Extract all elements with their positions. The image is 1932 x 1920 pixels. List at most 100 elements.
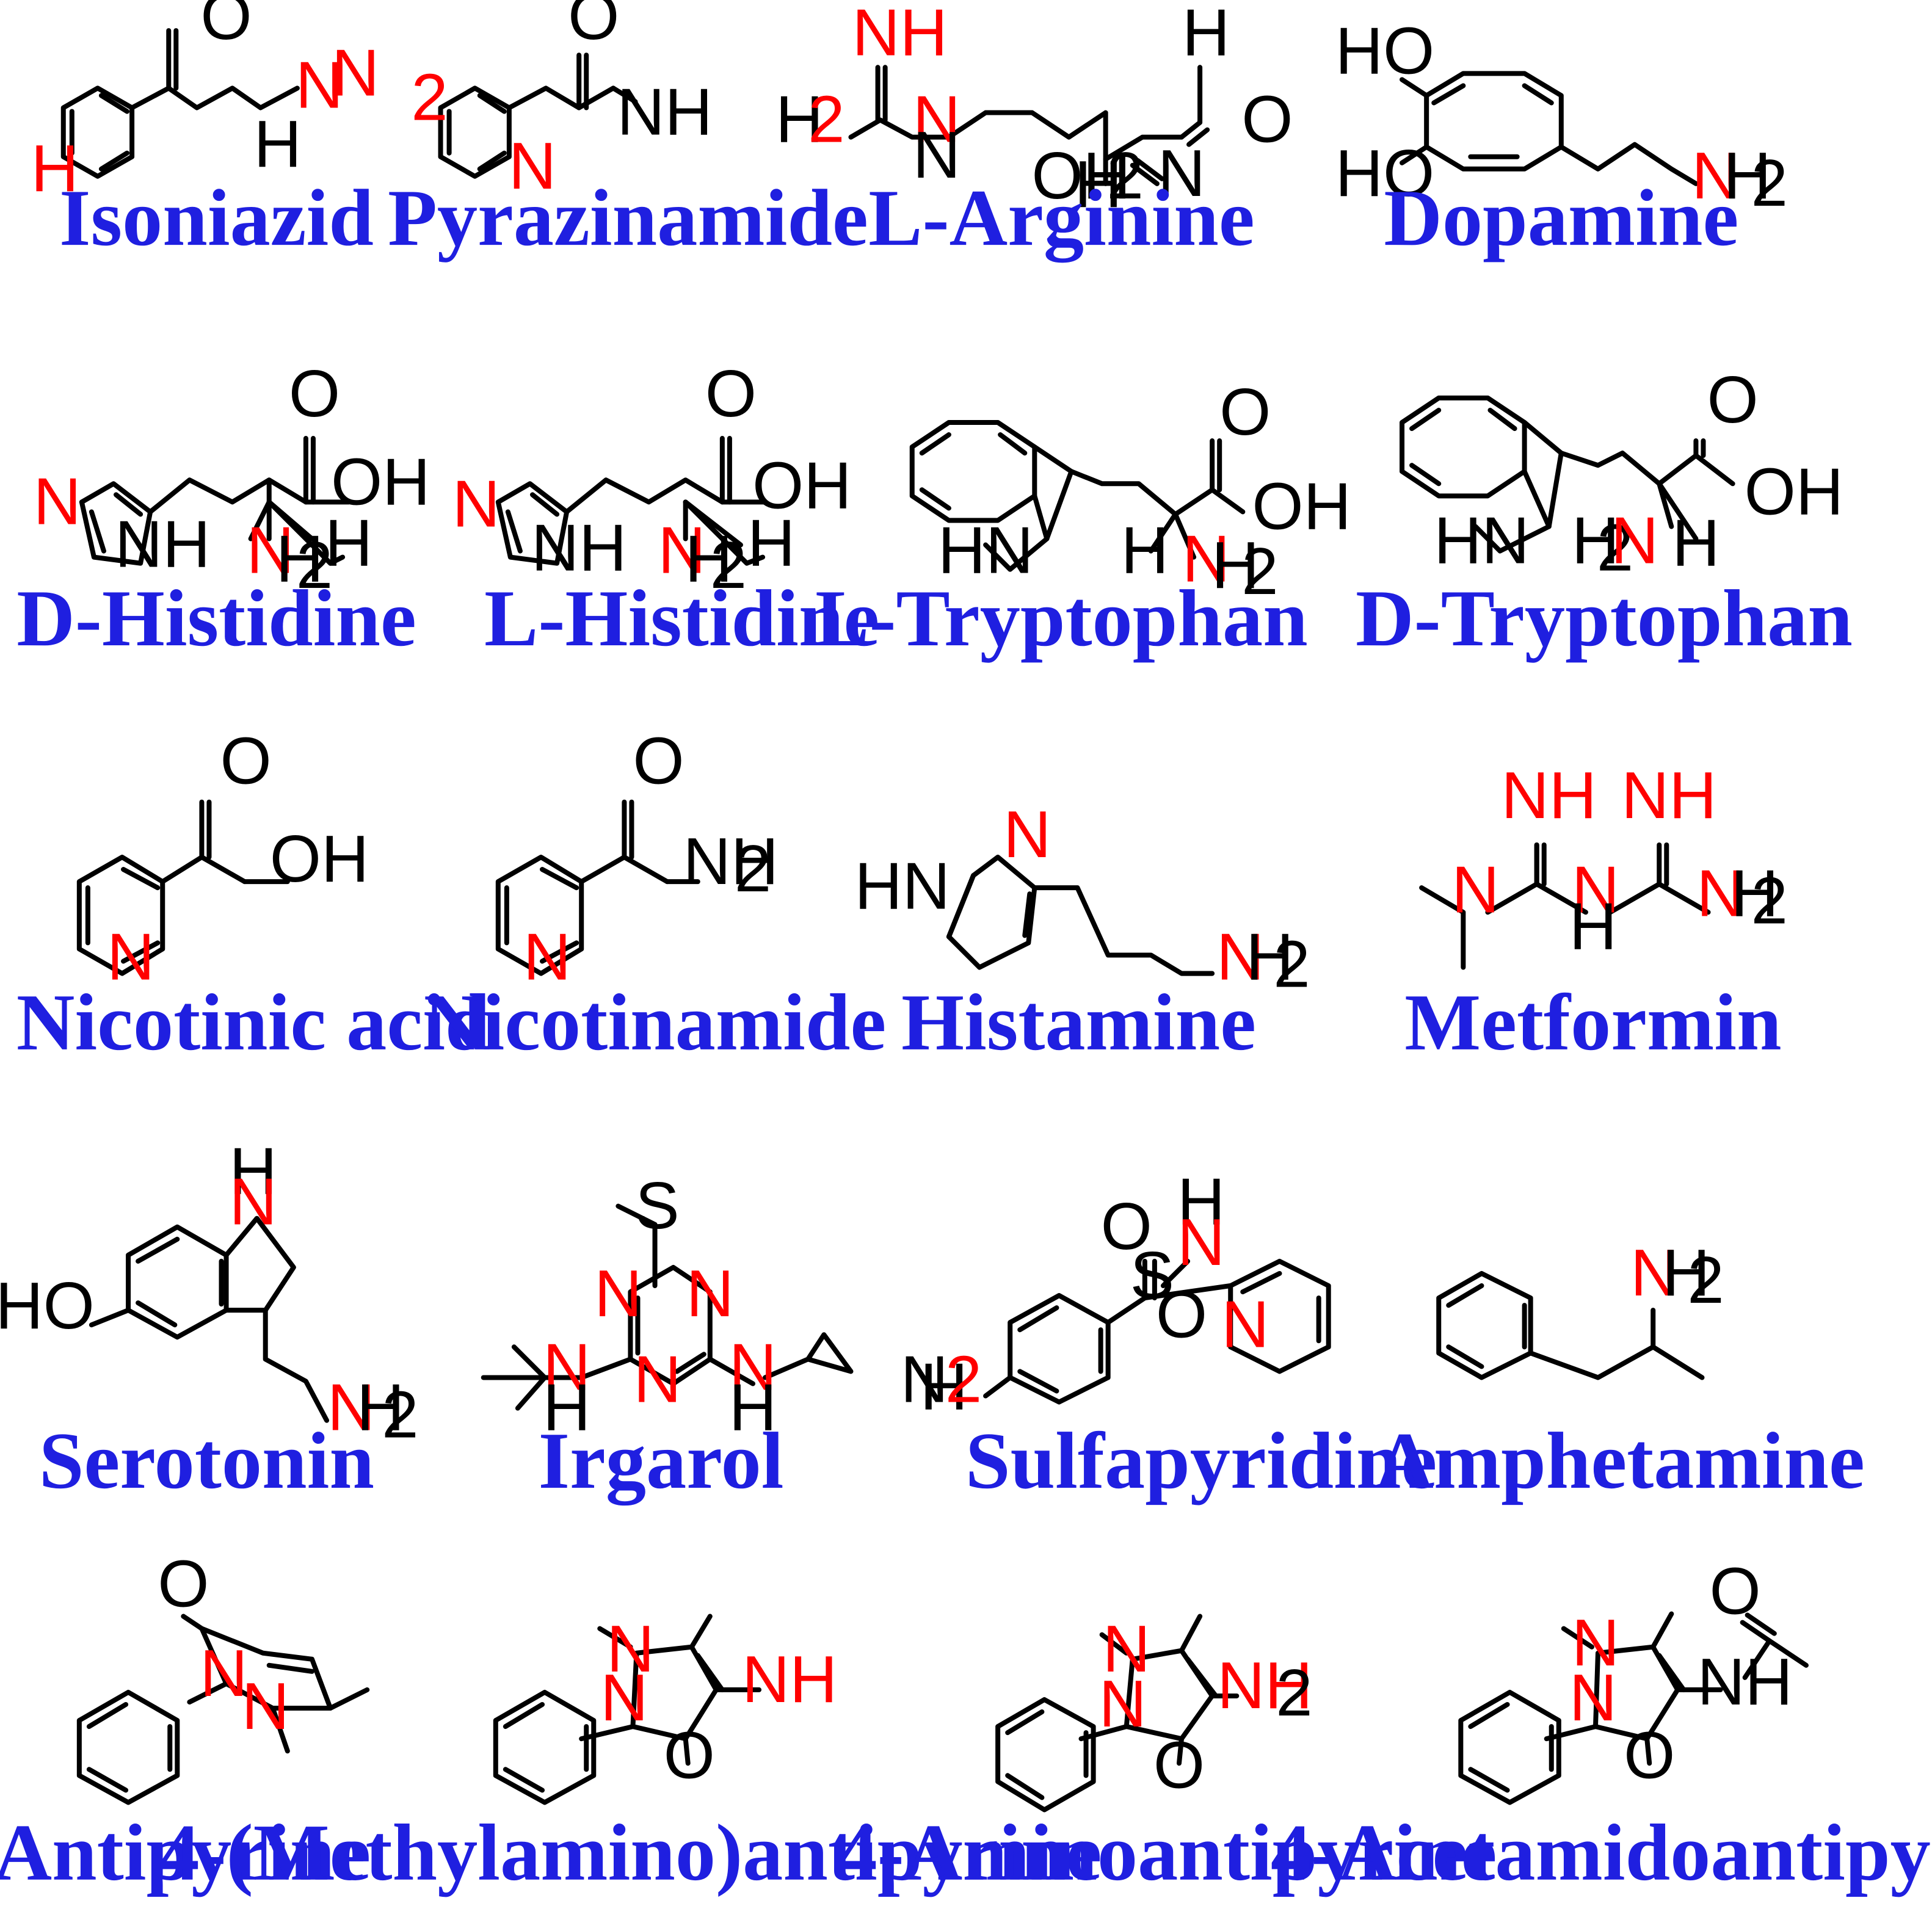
bond — [848, 110, 1185, 162]
atom-label: O — [1219, 375, 1271, 449]
bond — [1185, 1656, 1219, 1698]
bond — [1005, 1773, 1045, 1800]
compound-name-d-histidine: D-Histidine — [16, 573, 416, 663]
atom-label: NH — [1502, 758, 1597, 832]
atom-label: S — [635, 1168, 679, 1242]
bond — [506, 85, 616, 110]
compound-name-irgarol: Irgarol — [539, 1416, 784, 1505]
atom-label: NH — [1697, 1645, 1792, 1719]
atom-label: N — [606, 1612, 654, 1686]
atom-label: N — [523, 920, 571, 994]
bond — [129, 85, 300, 110]
atom-label: H — [357, 1371, 404, 1444]
bond — [1017, 1305, 1059, 1333]
atom-label: H — [1572, 504, 1619, 578]
bond — [763, 1332, 854, 1380]
bond — [495, 855, 584, 976]
atom-label: H — [543, 1371, 590, 1444]
atom-label: H — [747, 506, 795, 580]
atom-label: H — [1121, 513, 1169, 587]
atom-label: N — [1630, 1236, 1678, 1310]
atom-label: N — [1177, 1205, 1225, 1279]
atom-label: 2 — [382, 1378, 418, 1452]
bond — [1409, 463, 1442, 487]
atom-label: NH — [617, 75, 712, 149]
atom-label: 2 — [1751, 863, 1788, 937]
bond — [1017, 1369, 1059, 1394]
bond — [503, 1767, 545, 1793]
bond — [1032, 493, 1050, 542]
atom-label: 2 — [735, 831, 771, 905]
atom-label: O — [1101, 1189, 1152, 1263]
atom-label: NH — [531, 511, 626, 585]
bond — [1561, 1626, 1594, 1650]
atom-label: 2 — [808, 82, 844, 156]
atom-label: O — [633, 724, 684, 798]
bond — [76, 1689, 180, 1805]
bond — [946, 855, 1037, 970]
atom-label: N — [594, 1256, 642, 1330]
bond — [529, 492, 560, 517]
bond — [181, 1614, 205, 1631]
atom-label: N — [633, 1342, 681, 1416]
bond — [919, 432, 951, 456]
bond — [1487, 407, 1517, 432]
atom-label: H — [1569, 889, 1617, 963]
bond — [263, 1308, 330, 1423]
compound-name-4-methylamino-antipyrine: 4-(Methylamino)antipyrine — [159, 1808, 1102, 1897]
atom-label: N — [242, 1669, 289, 1743]
atom-label: 2 — [1751, 146, 1788, 220]
bond — [1558, 451, 1735, 487]
bond — [1522, 83, 1554, 106]
atom-label: NH — [852, 0, 947, 69]
atom-label: O — [289, 357, 340, 430]
bond — [1178, 1614, 1203, 1653]
atom-label: N — [1103, 1612, 1150, 1686]
atom-label: N — [1003, 797, 1051, 871]
bond — [266, 1662, 314, 1674]
atom-label: N — [1451, 852, 1499, 926]
bond — [946, 873, 976, 940]
bond — [1142, 1258, 1331, 1374]
atom-label: NH — [1621, 758, 1716, 832]
bond — [86, 1701, 129, 1730]
atom-label: HN — [854, 849, 950, 922]
atom-label: O — [158, 1547, 209, 1621]
bond — [1005, 1709, 1045, 1736]
atom-label: N — [1182, 522, 1230, 596]
atom-label: O — [1153, 1728, 1205, 1802]
bond — [136, 1236, 180, 1264]
atom-label: N — [1569, 1661, 1617, 1734]
bond — [597, 1626, 633, 1650]
atom-label: OH — [752, 448, 851, 522]
bond — [1446, 1344, 1484, 1369]
atom-label: H — [276, 522, 324, 596]
compound-name-antipyrine: Antipyrine — [0, 1808, 371, 1897]
atom-label: N — [901, 1342, 948, 1416]
bond — [1657, 481, 1699, 542]
bond — [1436, 1270, 1533, 1380]
bond — [1400, 77, 1429, 98]
atom-label: HN — [938, 513, 1033, 587]
bond — [616, 1203, 658, 1289]
compound-name-nicotinamide: Nicotinamide — [424, 977, 886, 1067]
bond — [438, 85, 512, 179]
atom-label: N — [913, 118, 961, 192]
atom-label: N — [200, 1636, 247, 1710]
bond — [683, 499, 766, 566]
bond — [98, 93, 130, 114]
bond — [919, 487, 951, 511]
atom-label: N — [1216, 920, 1264, 994]
atom-label: H — [685, 522, 733, 596]
atom-label: H — [1246, 920, 1293, 994]
bond — [1176, 1736, 1185, 1766]
atom-label: HN — [1434, 504, 1529, 578]
